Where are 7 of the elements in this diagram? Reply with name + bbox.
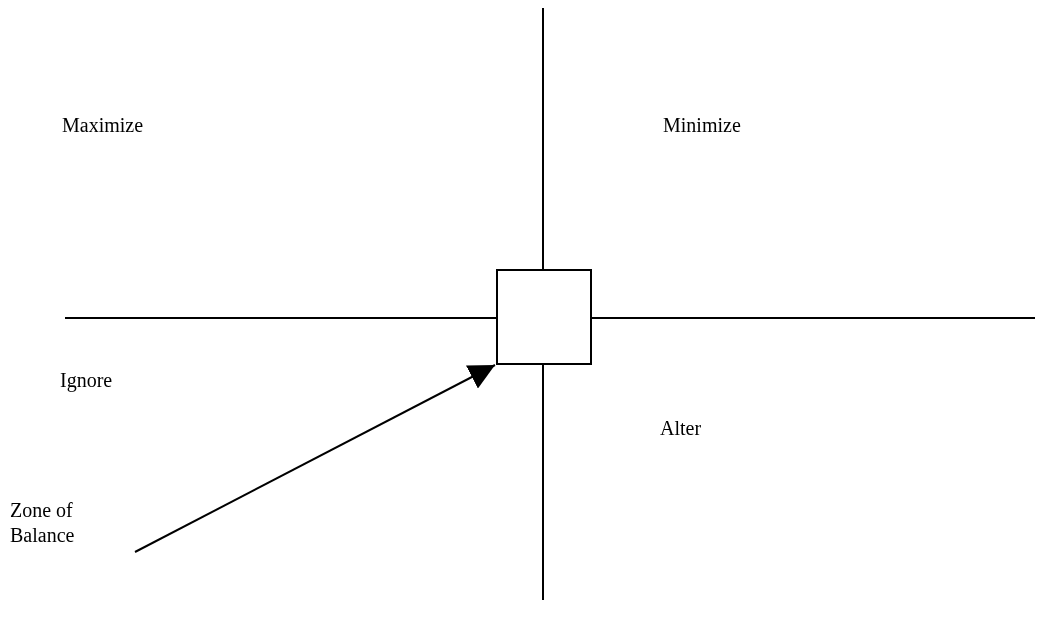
quadrant-label: Alter: [660, 416, 702, 441]
quadrant-label: Minimize: [663, 113, 741, 138]
callout-text: Zone of Balance: [10, 498, 100, 548]
quadrant-label: Ignore: [60, 368, 113, 393]
arrow: [134, 364, 496, 553]
balance-square: [496, 269, 592, 365]
quadrant-label: Maximize: [62, 113, 144, 138]
